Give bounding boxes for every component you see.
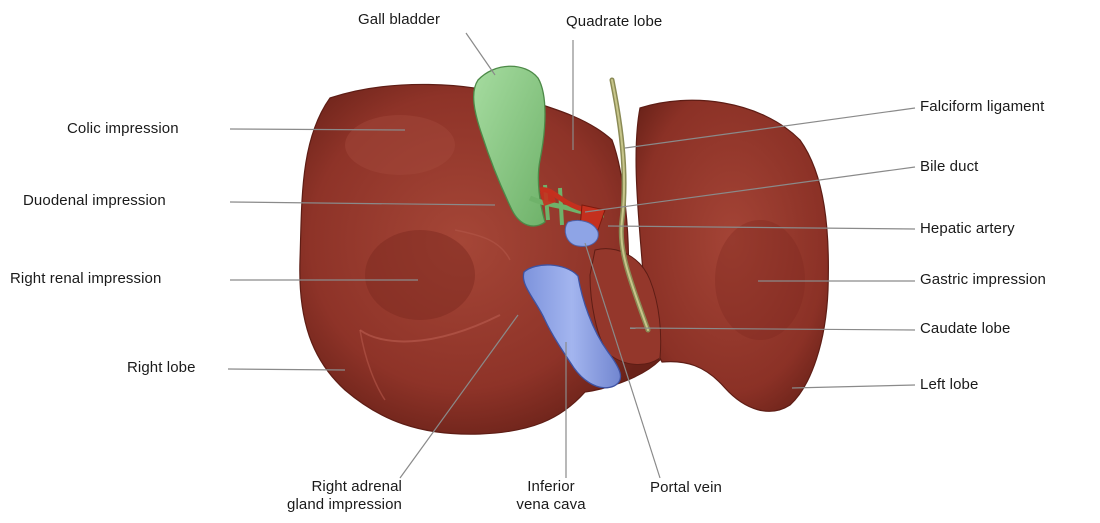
label-quadrate-lobe: Quadrate lobe: [566, 13, 662, 31]
label-caudate-lobe: Caudate lobe: [920, 320, 1010, 338]
label-right-lobe: Right lobe: [127, 359, 196, 377]
renal-impression-area: [365, 230, 475, 320]
leader-left-lobe: [792, 385, 915, 388]
label-bile-duct: Bile duct: [920, 158, 978, 176]
label-right-adrenal-line2: gland impression: [232, 496, 402, 514]
leader-gall-bladder: [466, 33, 495, 75]
label-ivc-line2: vena cava: [496, 496, 606, 514]
colic-impression-area: [345, 115, 455, 175]
label-portal-vein: Portal vein: [650, 479, 722, 497]
label-gastric-impression: Gastric impression: [920, 271, 1046, 289]
label-inferior-vena-cava: Inferior vena cava: [496, 478, 606, 514]
label-right-renal-impression: Right renal impression: [10, 270, 161, 288]
label-left-lobe: Left lobe: [920, 376, 978, 394]
label-falciform-ligament: Falciform ligament: [920, 98, 1044, 116]
label-ivc-line1: Inferior: [496, 478, 606, 496]
label-right-adrenal-line1: Right adrenal: [232, 478, 402, 496]
label-hepatic-artery: Hepatic artery: [920, 220, 1015, 238]
label-duodenal-impression: Duodenal impression: [23, 192, 166, 210]
label-right-adrenal: Right adrenal gland impression: [232, 478, 402, 514]
label-gall-bladder: Gall bladder: [358, 11, 440, 29]
label-colic-impression: Colic impression: [67, 120, 179, 138]
gastric-impression-area: [715, 220, 805, 340]
